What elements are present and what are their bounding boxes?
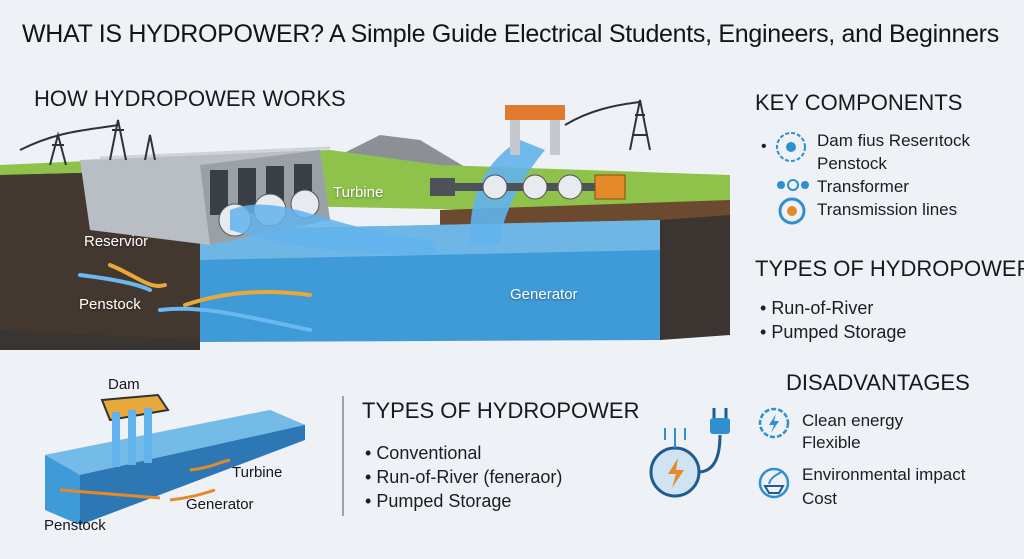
key-item-3: Transmission lines <box>817 200 958 219</box>
small-dam-diagram <box>45 393 305 525</box>
section-divider <box>342 396 344 516</box>
label-turbine: Turbine <box>333 184 384 201</box>
disadvantage-row-1-line1: Environmental impact <box>802 465 966 484</box>
page-title: WHAT IS HYDROPOWER? A Simple Guide Elect… <box>22 20 999 48</box>
environment-impact-icon <box>758 467 790 499</box>
types-right-item: Pumped Storage <box>760 320 906 344</box>
dam-cross-section <box>0 99 730 350</box>
types-center-item: Run-of-River (fenerаor) <box>365 465 562 489</box>
types-center-item: Conventional <box>365 441 562 465</box>
key-item-0: Dam fius Reserıtock <box>817 131 971 150</box>
section-heading-how-it-works: HOW HYDROPOWER WORKS <box>34 86 346 111</box>
disadvantage-row-0-line1: Clean energy <box>802 411 904 430</box>
label-generator: Generator <box>510 286 578 303</box>
types-right-list: Run-of-River Pumped Storage <box>760 296 906 344</box>
transmission-target-icon <box>778 197 806 225</box>
section-heading-types-center: TYPES OF HYDROPOWER <box>362 398 640 423</box>
plug-energy-icon <box>649 408 730 498</box>
small-label-turbine: Turbine <box>232 464 283 481</box>
section-heading-disadvantages: DISADVANTAGES <box>786 370 970 395</box>
disadvantage-row-0-line2: Flexible <box>802 433 861 452</box>
small-label-dam: Dam <box>108 376 140 393</box>
types-center-item: Pumped Storage <box>365 489 562 513</box>
disadvantage-row-1-line2: Cost <box>802 489 837 508</box>
transformer-dots-icon <box>777 179 809 191</box>
label-penstock: Penstock <box>79 296 141 313</box>
hydropower-illustration: Turbine Reservior Penstock Generator <box>0 80 735 355</box>
section-heading-key-components: KEY COMPONENTS <box>755 90 963 115</box>
key-item-1: Penstock <box>817 154 887 173</box>
bullet-icon: • <box>761 138 767 155</box>
small-label-generator: Generator <box>186 496 254 513</box>
types-center-list: Conventional Run-of-River (fenerаor) Pum… <box>365 441 562 513</box>
key-item-2: Transformer <box>817 177 909 196</box>
small-label-penstock: Penstock <box>44 517 106 534</box>
section-heading-types-right: TYPES OF HYDROPOWER <box>755 256 1024 281</box>
clean-energy-icon <box>758 407 790 439</box>
turbine-fan-icon <box>776 132 806 162</box>
types-right-item: Run-of-River <box>760 296 906 320</box>
label-reservoir: Reservior <box>84 233 149 250</box>
